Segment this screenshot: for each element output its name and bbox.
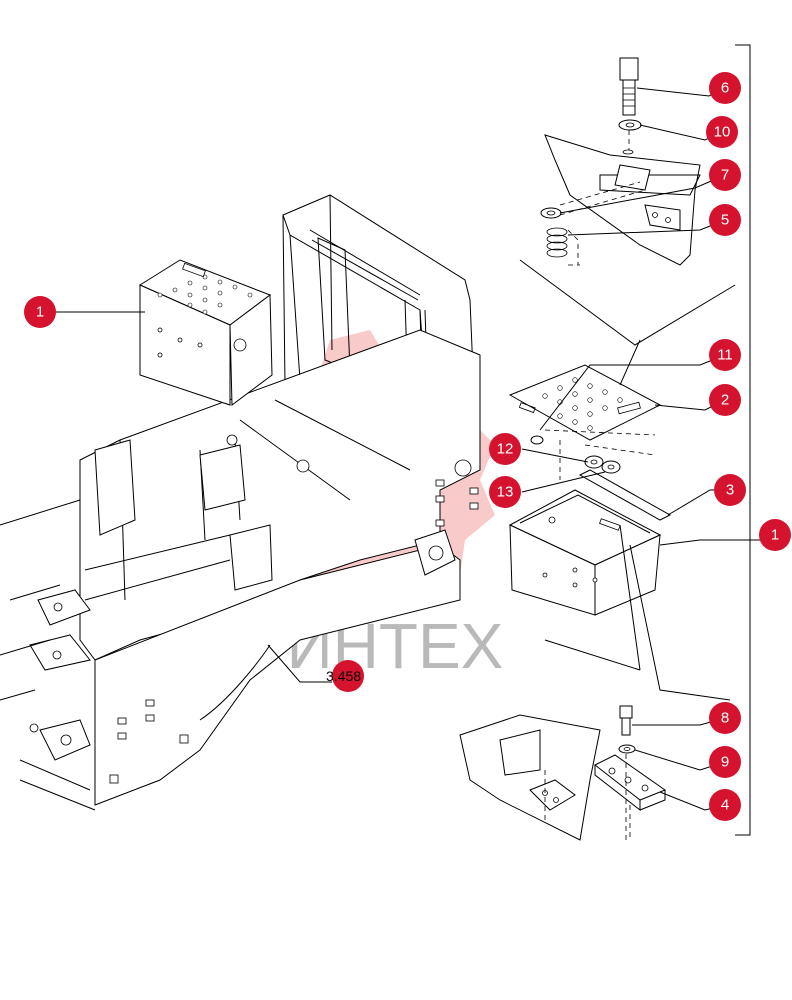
callout-3-badge[interactable]: 3 bbox=[714, 474, 746, 506]
stud-group bbox=[109, 479, 479, 784]
reference-number: 3.458 bbox=[326, 668, 361, 684]
callout-10-badge[interactable]: 10 bbox=[706, 116, 738, 148]
callout-1-left-label: 1 bbox=[36, 304, 44, 321]
callout-1-left-badge[interactable]: 1 bbox=[24, 296, 56, 328]
callout-1-right-label: 1 bbox=[771, 527, 779, 544]
callout-5-badge[interactable]: 5 bbox=[709, 204, 741, 236]
callout-6-badge[interactable]: 6 bbox=[709, 72, 741, 104]
callout-13-label: 13 bbox=[497, 484, 514, 501]
callout-13-badge[interactable]: 13 bbox=[489, 476, 521, 508]
callout-7-badge[interactable]: 7 bbox=[709, 159, 741, 191]
callout-11-label: 11 bbox=[717, 347, 733, 364]
frame-assembly bbox=[0, 194, 481, 811]
battery-box-right bbox=[508, 489, 731, 701]
reference-callout: 3.458 bbox=[267, 644, 364, 692]
group-bracket bbox=[735, 44, 751, 836]
callout-3-label: 3 bbox=[726, 482, 734, 499]
nuts-12-13 bbox=[530, 429, 656, 480]
bracket-assembly-upper bbox=[540, 57, 701, 266]
lid-guide-lines bbox=[519, 259, 736, 386]
callout-12-badge[interactable]: 12 bbox=[489, 433, 521, 465]
lid-plate bbox=[508, 364, 662, 441]
callout-6-label: 6 bbox=[721, 80, 729, 97]
callout-7-label: 7 bbox=[721, 167, 729, 184]
callout-9-badge[interactable]: 9 bbox=[709, 746, 741, 778]
callout-11-badge[interactable]: 11 bbox=[709, 339, 741, 371]
callout-1-right-badge[interactable]: 1 bbox=[759, 519, 791, 551]
callout-2-label: 2 bbox=[721, 392, 729, 409]
callout-4-label: 4 bbox=[721, 797, 729, 814]
callout-8-badge[interactable]: 8 bbox=[709, 702, 741, 734]
tray-strip bbox=[578, 469, 672, 521]
callout-5-label: 5 bbox=[721, 212, 729, 229]
callout-12-label: 12 bbox=[497, 441, 514, 458]
callout-8-label: 8 bbox=[721, 710, 729, 727]
battery-box-left bbox=[138, 259, 273, 406]
callout-9-label: 9 bbox=[721, 754, 729, 771]
callout-2-badge[interactable]: 2 bbox=[709, 384, 741, 416]
bracket-assembly-lower bbox=[459, 705, 667, 841]
callout-10-label: 10 bbox=[714, 124, 731, 141]
callout-4-badge[interactable]: 4 bbox=[709, 789, 741, 821]
